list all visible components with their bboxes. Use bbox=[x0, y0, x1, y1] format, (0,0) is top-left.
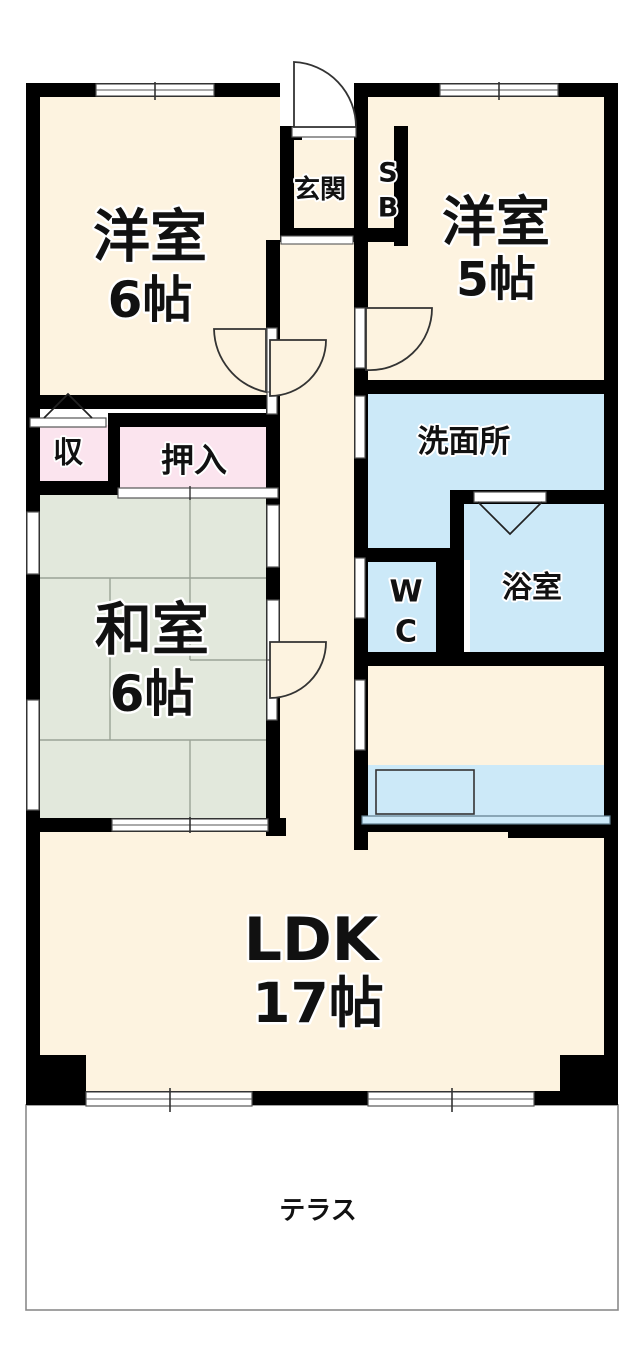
yoshitsu5-door bbox=[365, 307, 433, 371]
floor-yokushitsu bbox=[470, 500, 618, 660]
label-ldk-name: LDK bbox=[244, 905, 381, 975]
floor-oshiire bbox=[116, 425, 280, 493]
label-wc-w: W bbox=[389, 575, 422, 610]
label-yoshitsu6-size: 6帖 bbox=[108, 271, 193, 329]
win-washitsu-right-upper bbox=[266, 504, 280, 568]
win-senmenjo-left bbox=[354, 395, 366, 459]
door-swings bbox=[213, 61, 433, 699]
win-yoshitsu6-top bbox=[95, 82, 215, 100]
floor-ldk bbox=[26, 825, 618, 1105]
terrace-area: テラス bbox=[25, 1104, 619, 1311]
win-ldk-bottom-right bbox=[367, 1088, 535, 1112]
floor-kitchen bbox=[360, 660, 618, 770]
entrance-door bbox=[293, 61, 357, 128]
label-yoshitsu5-size: 5帖 bbox=[456, 253, 536, 308]
terrace-label: テラス bbox=[279, 1196, 356, 1226]
win-bath-door bbox=[473, 491, 547, 503]
floor-washitsu bbox=[26, 493, 280, 825]
win-washitsu-left-lower bbox=[26, 699, 40, 811]
label-shoebox-b: B bbox=[378, 193, 399, 224]
label-osame: 収 bbox=[53, 436, 84, 471]
label-washitsu-size: 6帖 bbox=[110, 665, 195, 723]
win-entrance-sill bbox=[291, 126, 357, 138]
bath-folding-door bbox=[477, 501, 543, 536]
corridor-door-lower bbox=[269, 641, 327, 699]
room-labels: 洋室 6帖 洋室 5帖 玄関 S B 洗面所 浴室 W C 押入 収 和室 6帖… bbox=[51, 156, 564, 1038]
storage-folding-door bbox=[43, 392, 93, 419]
label-shoebox-s: S bbox=[378, 158, 397, 189]
floor-genkan bbox=[280, 140, 368, 240]
label-yokushitsu: 浴室 bbox=[502, 571, 562, 606]
win-yoshitsu5-doorframe bbox=[354, 307, 366, 369]
label-ldk-size: 17帖 bbox=[252, 971, 384, 1035]
genkan-step bbox=[280, 235, 354, 245]
label-washitsu-name: 和室 bbox=[95, 597, 209, 663]
tatami-mat-lines bbox=[26, 493, 280, 825]
label-oshiire: 押入 bbox=[161, 441, 227, 480]
win-wc-left bbox=[354, 557, 366, 619]
folding-door-markers bbox=[43, 392, 543, 536]
corridor-door-upper bbox=[269, 339, 327, 397]
win-ldk-bottom-left bbox=[85, 1088, 253, 1112]
floor-osame bbox=[28, 425, 108, 483]
label-yoshitsu5-name: 洋室 bbox=[442, 191, 550, 254]
win-kitchen-left-door bbox=[354, 679, 366, 751]
win-washitsu-left-upper bbox=[26, 511, 40, 575]
label-yoshitsu6-name: 洋室 bbox=[93, 204, 207, 270]
label-genkan: 玄関 bbox=[294, 174, 346, 205]
win-osame-door bbox=[29, 417, 107, 428]
win-washitsu-bottom bbox=[111, 817, 269, 833]
floor-wc bbox=[360, 555, 450, 660]
label-wc-c: C bbox=[395, 615, 417, 650]
label-senmenjo: 洗面所 bbox=[418, 424, 511, 460]
win-oshiire-doors bbox=[117, 486, 279, 500]
win-yoshitsu5-top bbox=[439, 82, 559, 100]
kitchen-counter bbox=[361, 769, 611, 825]
